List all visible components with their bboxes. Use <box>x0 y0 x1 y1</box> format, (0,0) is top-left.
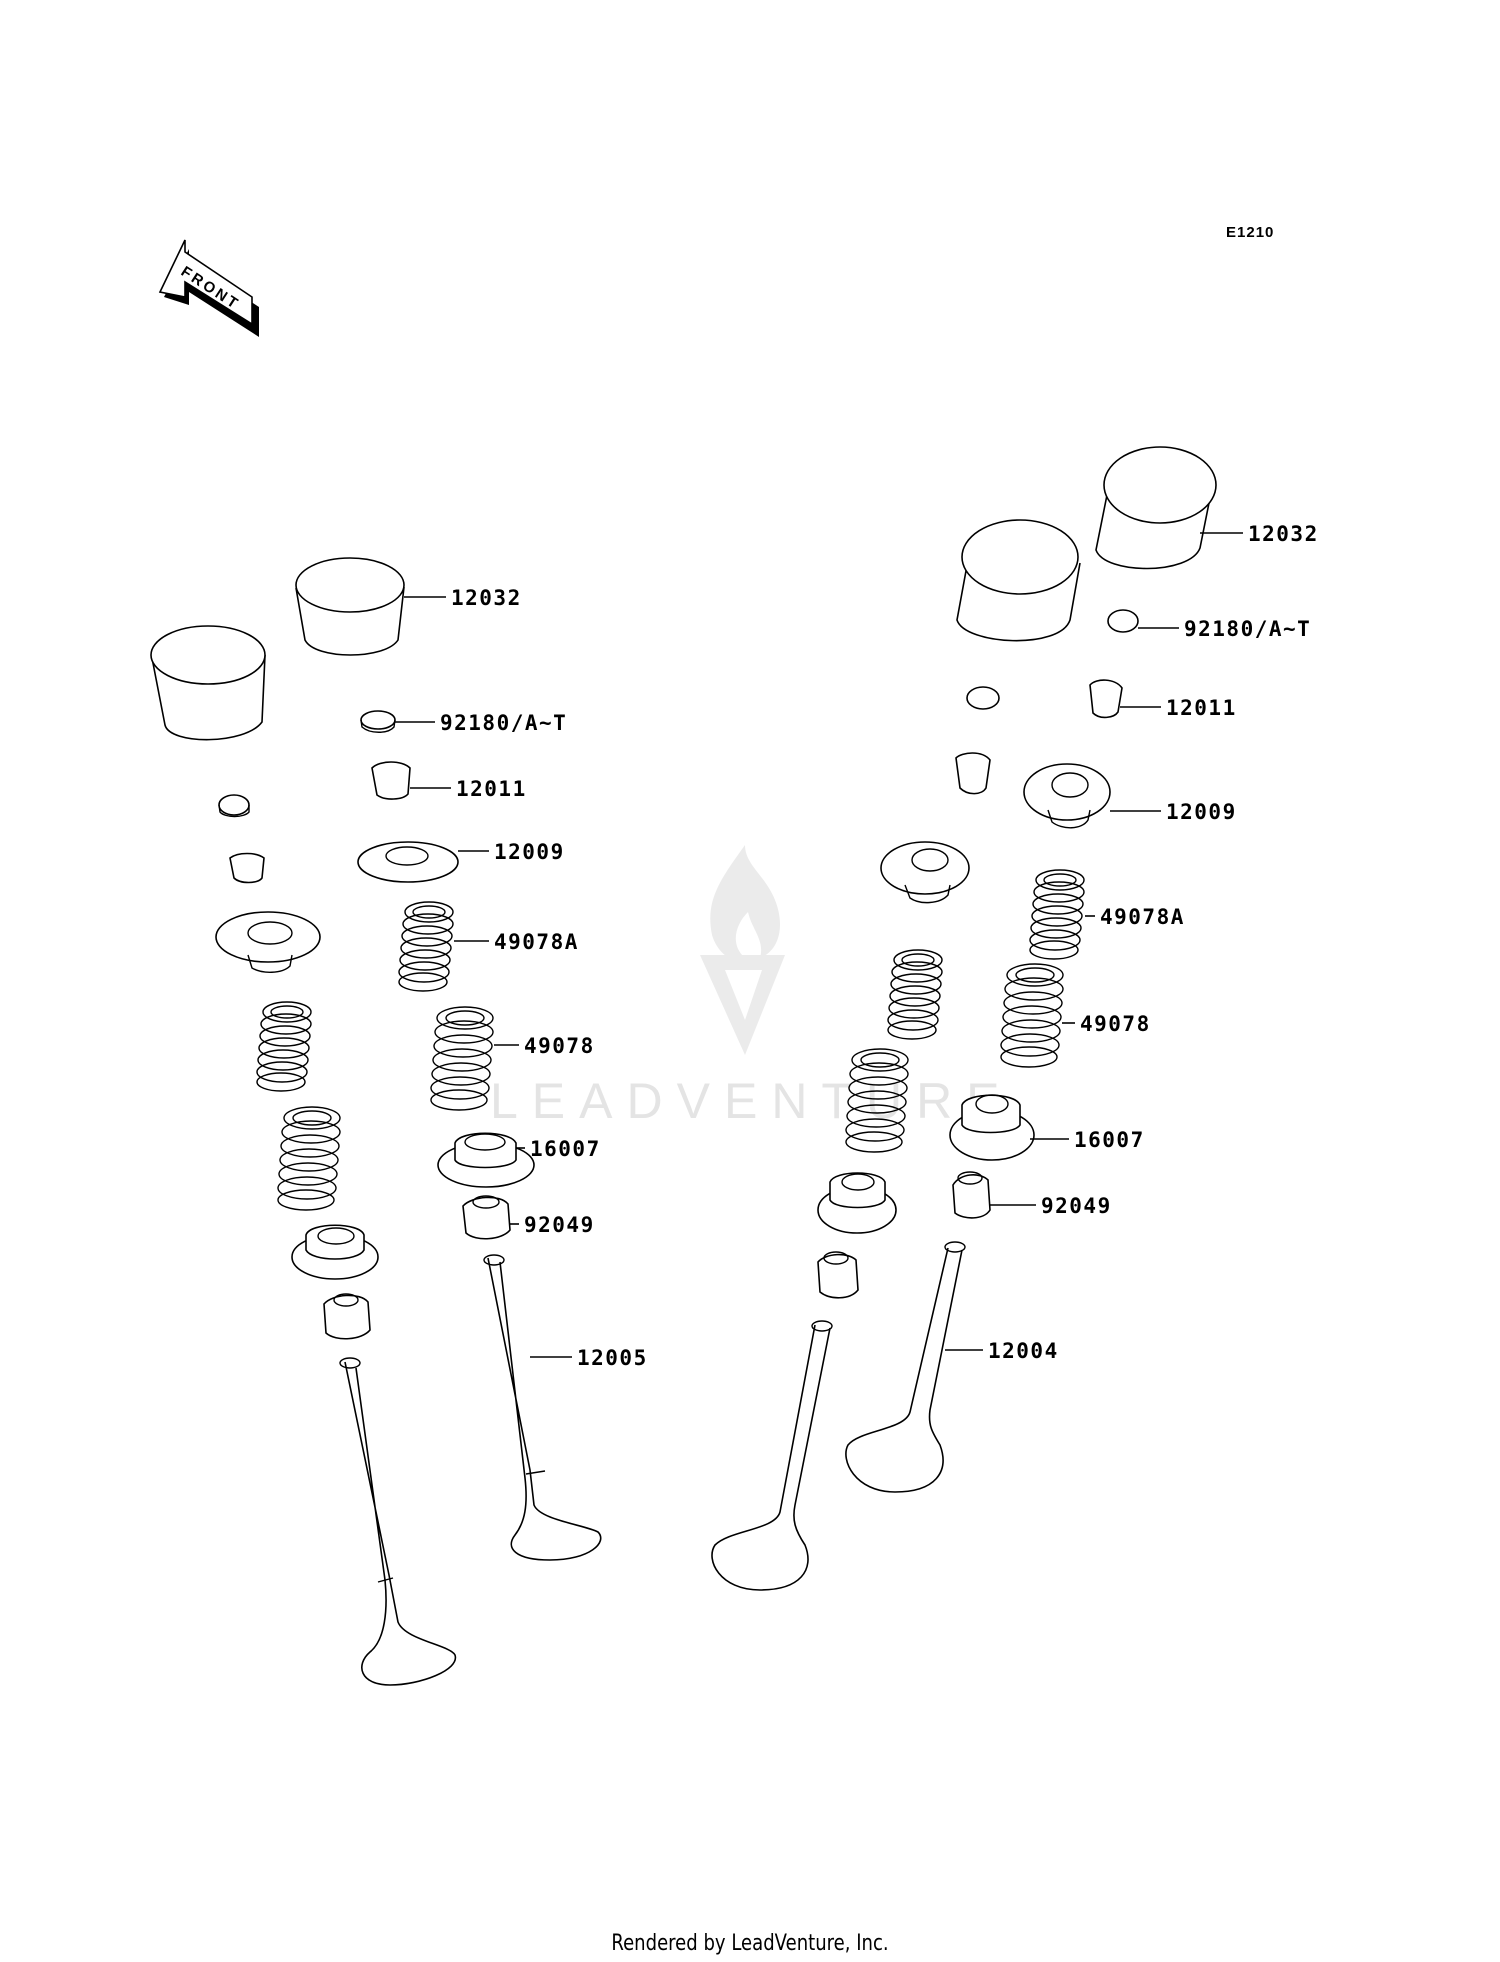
right-front-valve-assembly <box>845 446 1217 1493</box>
callout-16007-right[interactable]: 16007 <box>1074 1128 1145 1152</box>
right-back-valve-assembly <box>711 519 1081 1591</box>
callout-49078a-right[interactable]: 49078A <box>1100 905 1185 929</box>
callout-12009-right[interactable]: 12009 <box>1166 800 1237 824</box>
callout-12032-left[interactable]: 12032 <box>451 586 522 610</box>
callout-49078-right[interactable]: 49078 <box>1080 1012 1151 1036</box>
callout-92180-left[interactable]: 92180/A~T <box>440 711 567 735</box>
callout-12005[interactable]: 12005 <box>577 1346 648 1370</box>
callout-49078a-left[interactable]: 49078A <box>494 930 579 954</box>
left-front-valve-assembly <box>295 557 602 1561</box>
callout-12009-left[interactable]: 12009 <box>494 840 565 864</box>
footer-credit: Rendered by LeadVenture, Inc. <box>611 1931 889 1956</box>
callout-49078-left[interactable]: 49078 <box>524 1034 595 1058</box>
watermark-text: LEADVENTURE <box>490 1073 1014 1129</box>
left-back-valve-assembly <box>150 625 457 1686</box>
callout-12004[interactable]: 12004 <box>988 1339 1059 1363</box>
watermark-logo: LEADVENTURE <box>490 845 1014 1129</box>
leader-lines-right <box>945 532 1243 1351</box>
front-arrow-icon: FRONT <box>158 239 259 337</box>
leader-lines-left <box>395 596 572 1358</box>
callout-92049-left[interactable]: 92049 <box>524 1213 595 1237</box>
callout-16007-left[interactable]: 16007 <box>530 1137 601 1161</box>
callouts-right: 12032 92180/A~T 12011 12009 49078A 49078… <box>988 522 1319 1363</box>
callout-12011-left[interactable]: 12011 <box>456 777 527 801</box>
callout-12032-right[interactable]: 12032 <box>1248 522 1319 546</box>
callout-12011-right[interactable]: 12011 <box>1166 696 1237 720</box>
callouts-left: 12032 92180/A~T 12011 12009 49078A 49078… <box>440 586 648 1370</box>
callout-92049-right[interactable]: 92049 <box>1041 1194 1112 1218</box>
callout-92180-right[interactable]: 92180/A~T <box>1184 617 1311 641</box>
diagram-code: E1210 <box>1226 224 1275 241</box>
